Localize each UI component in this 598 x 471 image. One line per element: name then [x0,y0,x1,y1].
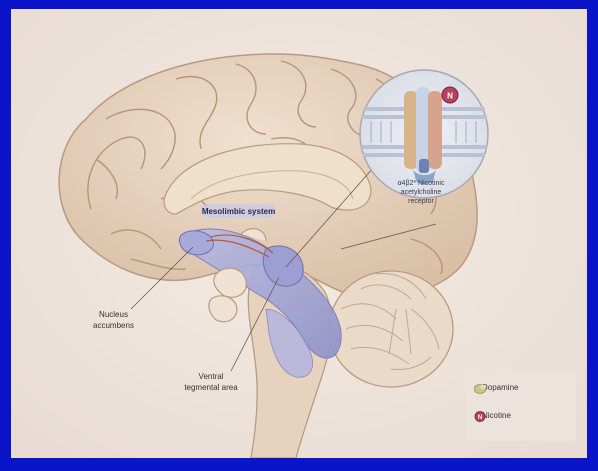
cerebellum [329,271,453,387]
nucleus-accumbens-label: Nucleus accumbens [76,309,151,331]
nicotine-molecule: N [442,87,458,103]
illustration-frame: N Mesolimbic system Nucleus accumbens Ve… [11,9,587,458]
mesolimbic-system-label: Mesolimbic system [195,206,282,217]
legend-item-nicotine: N Nicotine [474,411,511,420]
ventral-tegmental-area-label: Ventral tegmental area [166,371,256,393]
legend-item-dopamine: Dopamine [474,383,518,392]
nicotine-icon: N [474,411,488,422]
dopamine-icon [474,383,488,394]
nicotine-badge-text: N [447,92,453,101]
receptor-label: α4β2* Nicotinic acetylcholine receptor [366,179,476,206]
svg-text:N: N [478,415,482,421]
legend: Dopamine N Nicotine [466,369,576,441]
